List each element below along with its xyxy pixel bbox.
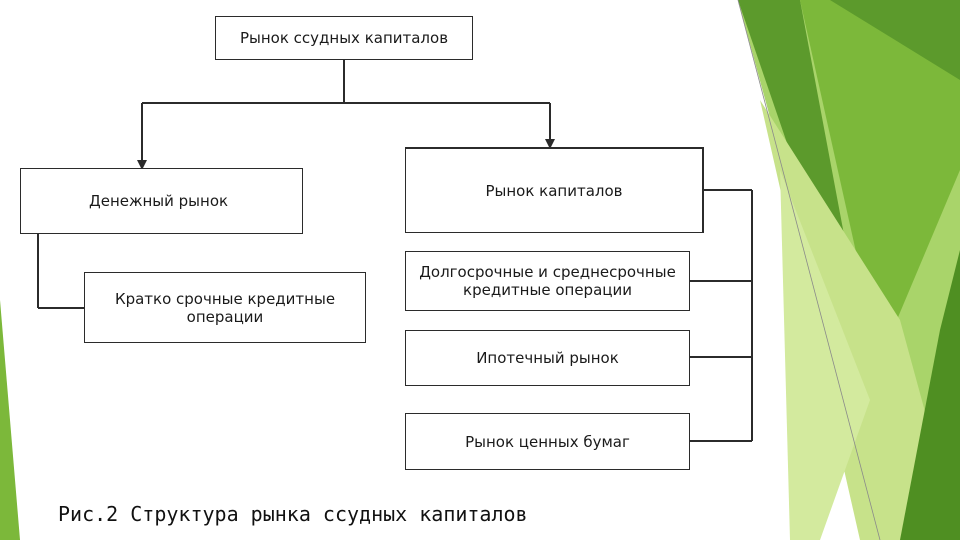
node-short-term-operations: Кратко срочные кредитные операции [84,272,366,343]
node-mortgage-market: Ипотечный рынок [405,330,690,386]
node-capital-market: Рынок капиталов [405,147,704,233]
node-money-market: Денежный рынок [20,168,303,234]
node-securities-market: Рынок ценных бумаг [405,413,690,470]
node-long-term-operations: Долгосрочные и среднесрочные кредитные о… [405,251,690,311]
figure-caption: Рис.2 Структура рынка ссудных капиталов [58,502,528,526]
node-root: Рынок ссудных капиталов [215,16,473,60]
